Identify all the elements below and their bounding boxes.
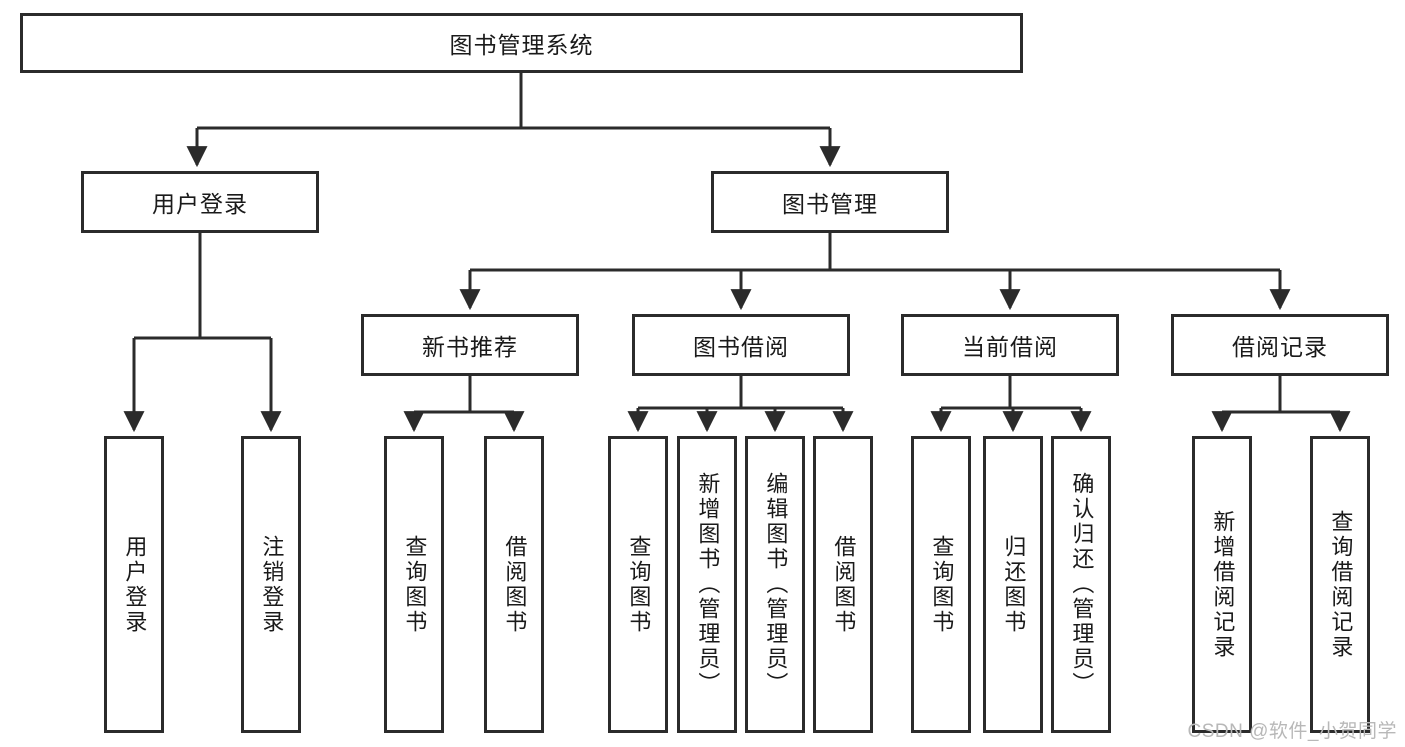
- leaf-user-logout[interactable]: 注销登录: [241, 436, 301, 733]
- node-book-manage[interactable]: 图书管理: [711, 171, 949, 233]
- leaf-return-book-label: 归还图书: [1001, 534, 1027, 635]
- node-user-login-label: 用户登录: [152, 191, 248, 217]
- leaf-query-book-1[interactable]: 查询图书: [384, 436, 444, 733]
- node-root-system[interactable]: 图书管理系统: [20, 13, 1023, 73]
- leaf-add-book-label: 新增图书（管理员）: [695, 472, 721, 697]
- leaf-query-book-2[interactable]: 查询图书: [608, 436, 668, 733]
- leaf-borrow-book-2[interactable]: 借阅图书: [813, 436, 873, 733]
- leaf-add-record[interactable]: 新增借阅记录: [1192, 436, 1252, 733]
- leaf-borrow-book-1-label: 借阅图书: [502, 534, 528, 635]
- leaf-query-record[interactable]: 查询借阅记录: [1310, 436, 1370, 733]
- leaf-borrow-book-1[interactable]: 借阅图书: [484, 436, 544, 733]
- node-book-manage-label: 图书管理: [782, 191, 878, 217]
- node-book-borrow[interactable]: 图书借阅: [632, 314, 850, 376]
- leaf-query-record-label: 查询借阅记录: [1328, 509, 1354, 660]
- node-root-label: 图书管理系统: [449, 32, 594, 58]
- leaf-query-book-3-label: 查询图书: [929, 534, 955, 635]
- node-current-borrow-label: 当前借阅: [962, 334, 1058, 360]
- leaf-confirm-return[interactable]: 确认归还（管理员）: [1051, 436, 1111, 733]
- node-borrow-record-label: 借阅记录: [1232, 334, 1328, 360]
- node-user-login[interactable]: 用户登录: [81, 171, 319, 233]
- leaf-query-book-2-label: 查询图书: [626, 534, 652, 635]
- leaf-add-record-label: 新增借阅记录: [1210, 509, 1236, 660]
- leaf-add-book[interactable]: 新增图书（管理员）: [677, 436, 737, 733]
- leaf-user-login[interactable]: 用户登录: [104, 436, 164, 733]
- node-borrow-record[interactable]: 借阅记录: [1171, 314, 1389, 376]
- node-current-borrow[interactable]: 当前借阅: [901, 314, 1119, 376]
- leaf-confirm-return-label: 确认归还（管理员）: [1069, 472, 1095, 697]
- leaf-edit-book[interactable]: 编辑图书（管理员）: [745, 436, 805, 733]
- node-new-book-rec[interactable]: 新书推荐: [361, 314, 579, 376]
- leaf-user-login-label: 用户登录: [122, 534, 148, 635]
- leaf-edit-book-label: 编辑图书（管理员）: [763, 472, 789, 697]
- leaf-query-book-1-label: 查询图书: [402, 534, 428, 635]
- leaf-query-book-3[interactable]: 查询图书: [911, 436, 971, 733]
- leaf-user-logout-label: 注销登录: [259, 534, 285, 635]
- leaf-borrow-book-2-label: 借阅图书: [831, 534, 857, 635]
- leaf-return-book[interactable]: 归还图书: [983, 436, 1043, 733]
- node-new-book-rec-label: 新书推荐: [422, 334, 518, 360]
- node-book-borrow-label: 图书借阅: [693, 334, 789, 360]
- connector-lines: [123, 73, 1351, 433]
